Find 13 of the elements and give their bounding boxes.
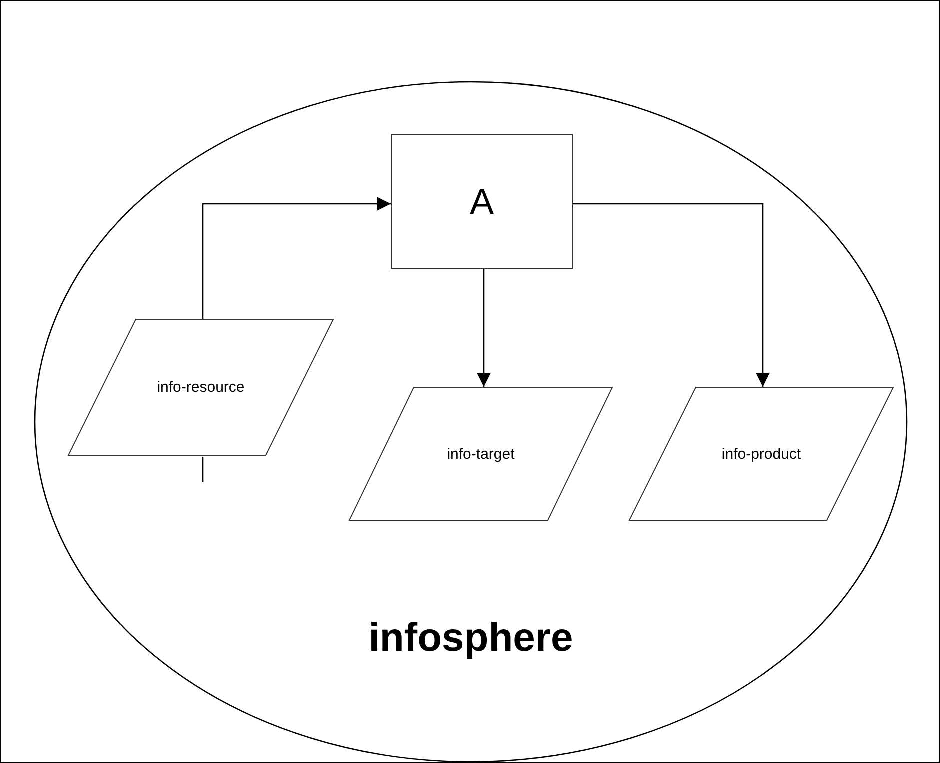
- ellipse-region: [34, 81, 908, 762]
- node-label: info-resource: [157, 379, 245, 396]
- arrow: [573, 203, 770, 387]
- arrow: [202, 197, 391, 319]
- data-parallelogram: [68, 319, 334, 456]
- arrow: [477, 269, 491, 387]
- node-label: info-product: [722, 446, 802, 462]
- data-parallelogram: [349, 387, 613, 521]
- node-label: infosphere: [368, 616, 574, 660]
- node-label: info-target: [447, 446, 515, 462]
- data-parallelogram: [629, 387, 894, 521]
- node-label: A: [470, 180, 494, 222]
- process-box: [391, 134, 573, 269]
